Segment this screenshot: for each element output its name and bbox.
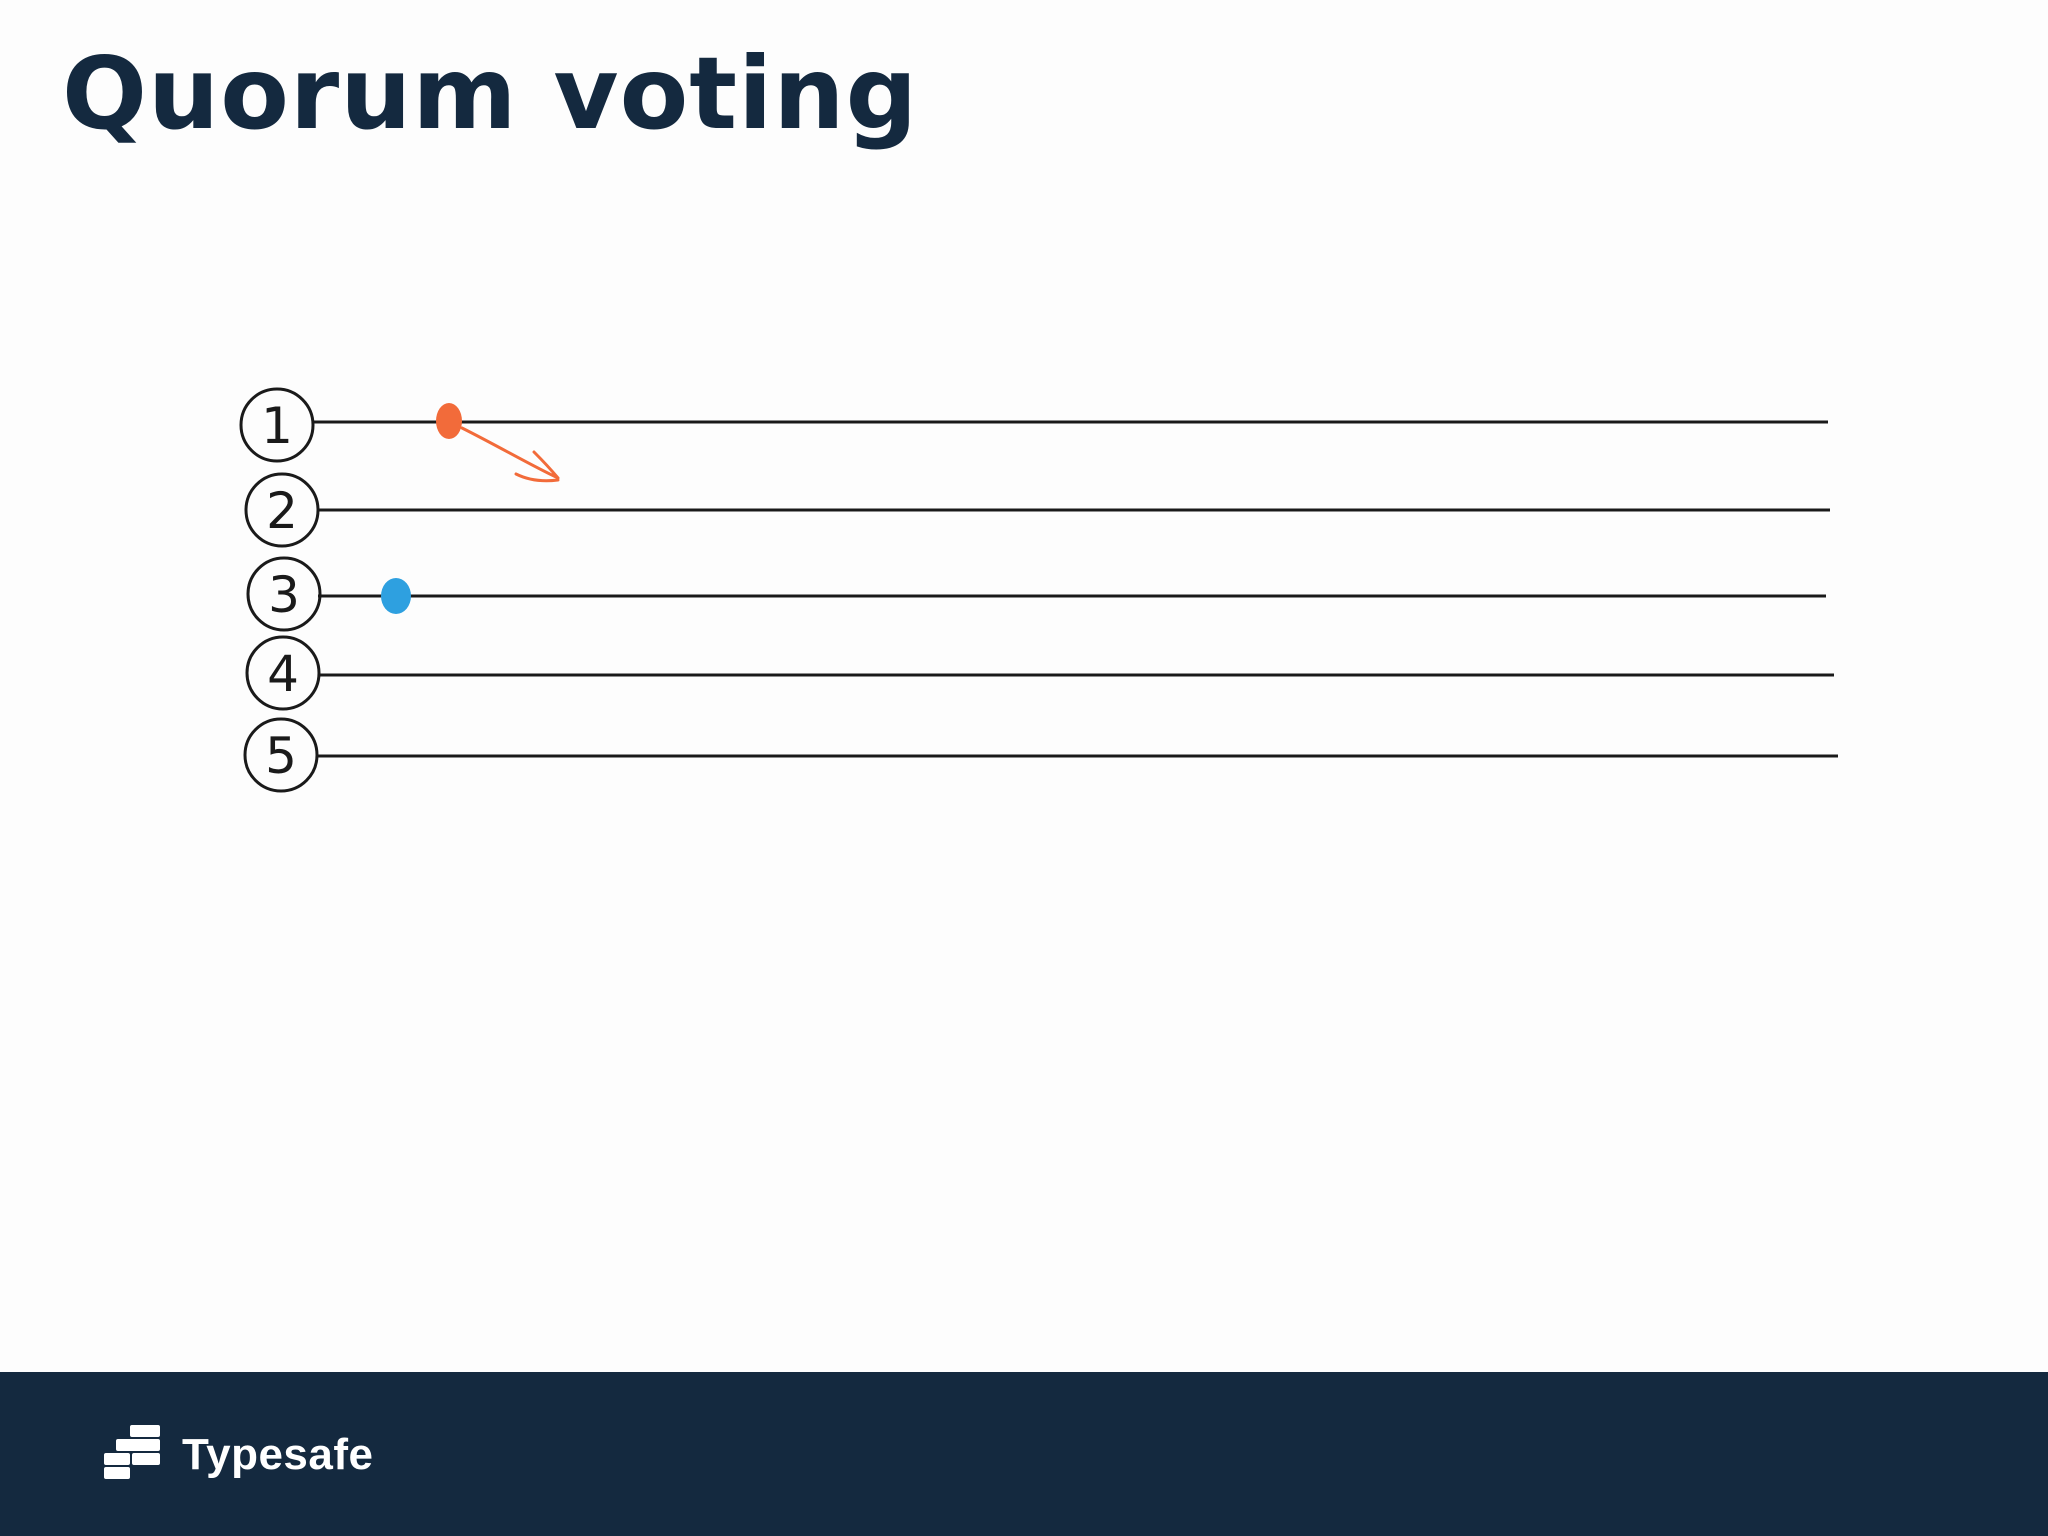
node-2-timeline: 2: [244, 472, 1855, 548]
slide-title: Quorum voting: [62, 35, 919, 152]
node-3-event-dot: [381, 578, 411, 614]
node-5-label: 5: [265, 727, 297, 785]
node-4-timeline: 4: [245, 635, 1834, 711]
node-5-circle: [243, 717, 319, 793]
typesafe-logo-icon: [104, 1425, 160, 1479]
node-1-event-dot: [436, 403, 462, 439]
node-3-circle: [246, 556, 322, 632]
node-2-label: 2: [266, 482, 298, 540]
node-1-label: 1: [261, 397, 293, 455]
node-5-timeline: 5: [243, 717, 1838, 793]
node-4-label: 4: [267, 645, 299, 703]
brand: Typesafe: [102, 1422, 374, 1488]
node-4-circle: [245, 635, 321, 711]
quorum-diagram: 1 2 3 4 5: [239, 387, 1858, 793]
node-1-circle: [239, 387, 315, 463]
node-3-timeline: 3: [246, 556, 1858, 632]
node-1-timeline: 1: [239, 387, 1845, 483]
footer-bar: Typesafe: [0, 1372, 2048, 1536]
brand-name: Typesafe: [182, 1430, 374, 1479]
node-1-message-arrow: [460, 426, 560, 483]
node-2-circle: [244, 472, 320, 548]
node-3-label: 3: [268, 566, 300, 624]
